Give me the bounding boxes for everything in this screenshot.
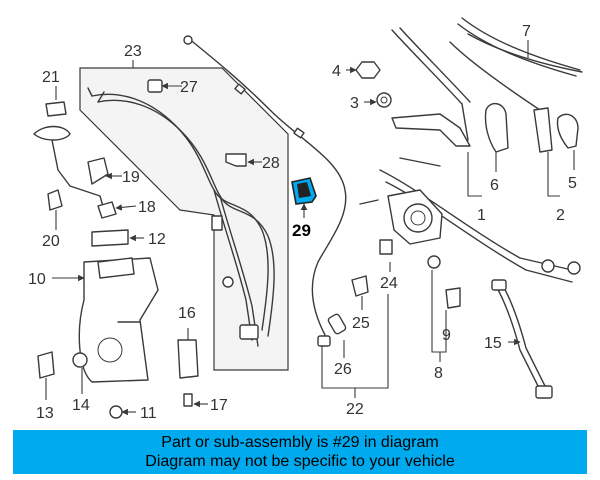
callout-26: 26 (334, 361, 352, 378)
callout-24: 24 (380, 275, 398, 292)
callout-1: 1 (477, 207, 486, 224)
callout-28: 28 (262, 155, 280, 172)
callout-14: 14 (72, 397, 90, 414)
callout-3: 3 (350, 95, 359, 112)
banner-line-1: Part or sub-assembly is #29 in diagram (161, 434, 439, 451)
callout-23: 23 (124, 43, 142, 60)
washer-hose-line (183, 35, 393, 347)
wiper-linkage-assembly (359, 157, 581, 283)
callout-19: 19 (122, 169, 140, 186)
banner-line-2: Diagram may not be specific to your vehi… (145, 453, 455, 470)
callout-17: 17 (210, 397, 228, 414)
wiper-arms-blades (391, 17, 583, 153)
left-side-components (33, 101, 199, 419)
callout-29: 29 (292, 221, 311, 240)
callout-16: 16 (178, 305, 196, 322)
callout-2: 2 (556, 207, 565, 224)
callout-9: 9 (442, 327, 451, 344)
callout-22: 22 (346, 401, 364, 418)
callout-8: 8 (434, 365, 443, 382)
callout-10: 10 (28, 271, 46, 288)
nut-and-grommet (355, 61, 392, 108)
leader-lines (45, 40, 575, 416)
part-29-washer-nozzle (291, 177, 317, 205)
callout-20: 20 (42, 233, 60, 250)
bracket-and-rear-hose (445, 279, 553, 399)
callout-6: 6 (490, 177, 499, 194)
callout-7: 7 (522, 23, 531, 40)
washer-reservoir (78, 257, 159, 383)
callout-25: 25 (352, 315, 370, 332)
callout-11: 11 (140, 405, 157, 422)
callout-4: 4 (332, 63, 341, 80)
callout-18: 18 (138, 199, 156, 216)
exploded-parts-diagram: 23 21 27 28 19 18 20 12 10 16 13 14 11 1… (28, 17, 583, 422)
callout-15: 15 (484, 335, 502, 352)
callout-21: 21 (42, 69, 60, 86)
callout-12: 12 (148, 231, 166, 248)
callout-5: 5 (568, 175, 577, 192)
callout-labels: 23 21 27 28 19 18 20 12 10 16 13 14 11 1… (28, 23, 577, 422)
callout-27: 27 (180, 79, 198, 96)
info-banner: Part or sub-assembly is #29 in diagram D… (13, 430, 587, 474)
callout-13: 13 (36, 405, 54, 422)
